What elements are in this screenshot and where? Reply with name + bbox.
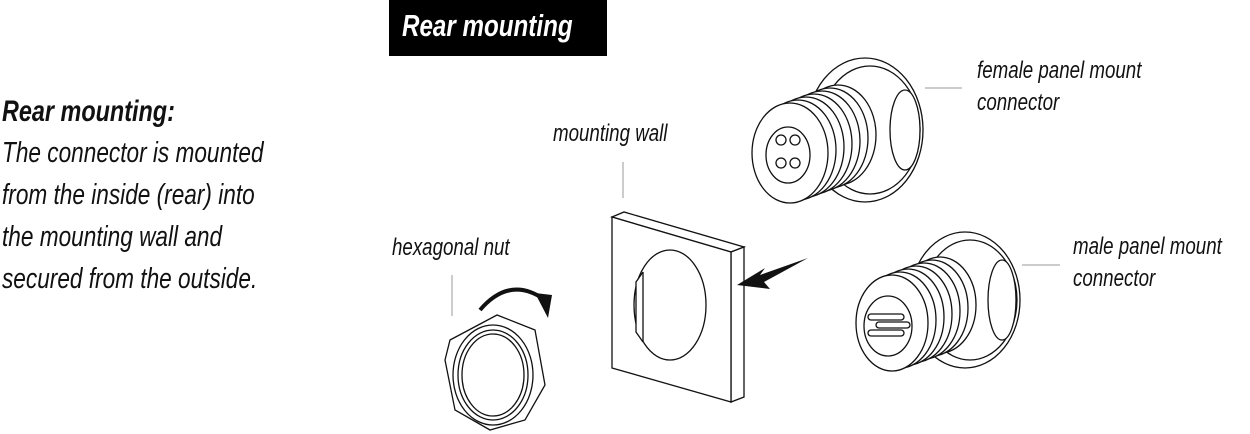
label-male-connector-2: connector bbox=[1073, 265, 1156, 292]
label-mounting-wall: mounting wall bbox=[553, 120, 668, 147]
description: Rear mounting: The connector is mounted … bbox=[2, 92, 337, 300]
hexagonal-nut bbox=[444, 287, 552, 431]
label-male-connector-1: male panel mount bbox=[1073, 233, 1222, 260]
label-female-connector-2: connector bbox=[977, 89, 1060, 116]
description-line: the mounting wall and bbox=[2, 221, 223, 253]
label-female-connector-1: female panel mount bbox=[977, 57, 1142, 84]
mounting-wall bbox=[610, 211, 747, 403]
description-heading: Rear mounting: bbox=[2, 95, 175, 128]
description-line: from the inside (rear) into bbox=[2, 179, 255, 211]
leader-lines bbox=[451, 87, 1060, 316]
label-hexagonal-nut: hexagonal nut bbox=[392, 234, 510, 261]
insert-arrow bbox=[737, 258, 808, 289]
female-connector bbox=[751, 57, 924, 204]
description-line: The connector is mounted bbox=[2, 137, 264, 169]
male-connector bbox=[855, 231, 1021, 372]
title: Rear mounting bbox=[402, 8, 573, 43]
title-banner: Rear mounting bbox=[389, 0, 607, 56]
description-line: secured from the outside. bbox=[2, 263, 258, 295]
